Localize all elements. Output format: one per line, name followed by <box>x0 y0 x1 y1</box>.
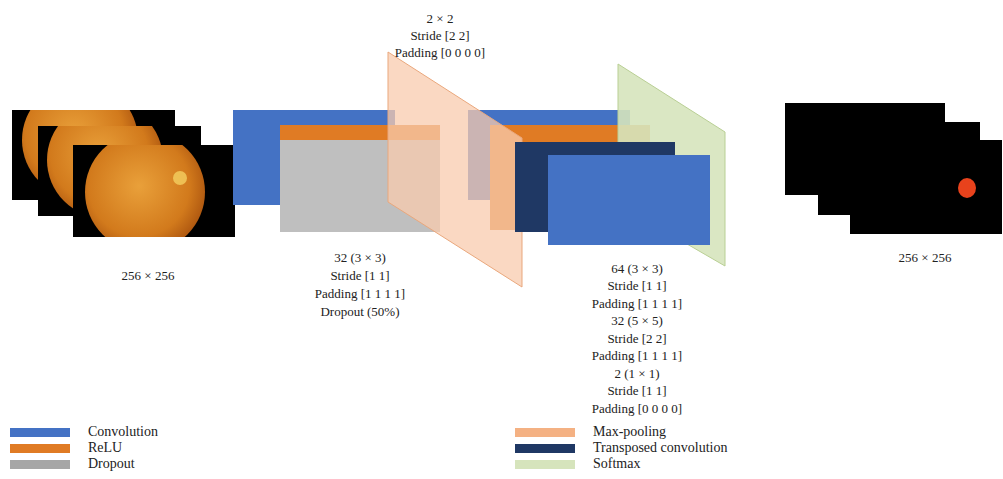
dropout-rate: Dropout (50%) <box>320 304 399 319</box>
padding-value: Padding [1 1 1 1] <box>315 286 405 301</box>
output-mask <box>785 103 1002 234</box>
max-pooling-plane <box>388 52 522 287</box>
legend-text: Dropout <box>88 456 135 472</box>
padding-value: Padding [0 0 0 0] <box>395 45 485 60</box>
stride-value: Stride [2 2] <box>607 331 666 346</box>
pool-size: 2 × 2 <box>427 11 454 26</box>
legend-swatch <box>10 428 70 437</box>
legend-text: Transposed convolution <box>593 440 727 456</box>
output-size: 256 × 256 <box>899 250 952 265</box>
fundus-image <box>12 82 235 252</box>
filter-spec: 32 (3 × 3) <box>334 250 386 265</box>
legend-swatch <box>515 428 575 437</box>
padding-value: Padding [0 0 0 0] <box>592 401 682 416</box>
stride-value: Stride [2 2] <box>410 28 469 43</box>
stride-value: Stride [1 1] <box>607 278 666 293</box>
convolution-layer <box>548 155 710 245</box>
padding-value: Padding [1 1 1 1] <box>592 296 682 311</box>
legend-text: Max-pooling <box>593 424 666 440</box>
filter-spec: 2 (1 × 1) <box>614 366 659 381</box>
stride-value: Stride [1 1] <box>607 383 666 398</box>
legend-swatch <box>515 460 575 469</box>
legend-text: Convolution <box>88 424 158 440</box>
legend-text: Softmax <box>593 456 640 472</box>
legend-swatch <box>10 444 70 453</box>
filter-spec: 64 (3 × 3) <box>611 261 663 276</box>
legend-text: ReLU <box>88 440 122 456</box>
input-size: 256 × 256 <box>122 268 175 283</box>
filter-spec: 32 (5 × 5) <box>611 313 663 328</box>
legend-swatch <box>515 444 575 453</box>
legend-swatch <box>10 460 70 469</box>
padding-value: Padding [1 1 1 1] <box>592 348 682 363</box>
stride-value: Stride [1 1] <box>330 268 389 283</box>
